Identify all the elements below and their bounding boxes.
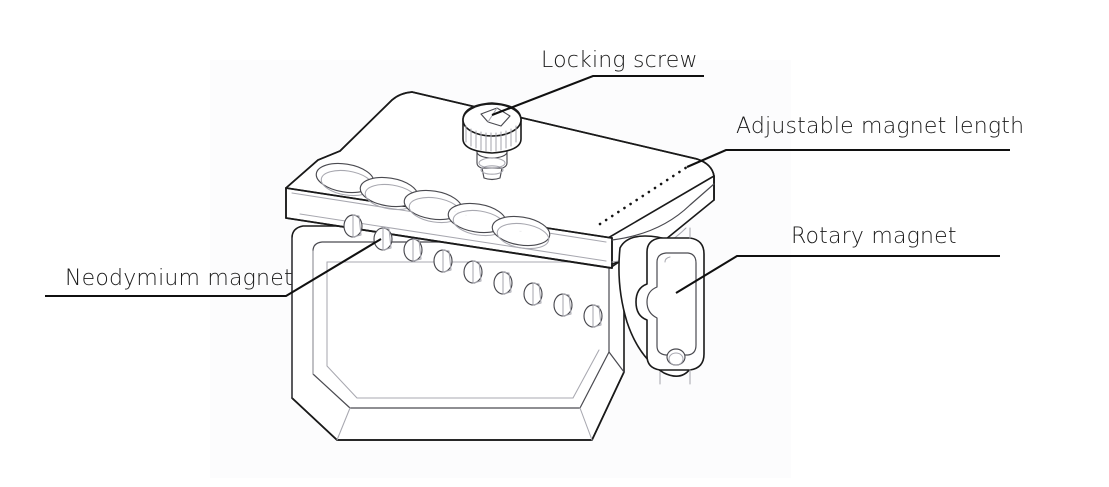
callout-locking-screw: Locking screw xyxy=(491,48,704,116)
label-rotary-magnet: Rotary magnet xyxy=(791,224,957,249)
magnet-stud xyxy=(403,238,423,262)
magnet-stud xyxy=(343,214,363,238)
leader-line-adjustable-magnet-length xyxy=(686,148,1010,168)
magnet-stud xyxy=(553,293,573,317)
magnet-stud xyxy=(493,271,513,295)
label-adjustable-magnet-length: Adjustable magnet length xyxy=(736,114,1024,139)
label-neodymium-magnet: Neodymium magnet xyxy=(65,266,293,291)
label-locking-screw: Locking screw xyxy=(541,48,698,73)
top-face-holes xyxy=(315,162,551,250)
magnet-stud xyxy=(583,304,603,328)
callouts: Locking screw Adjustable magnet length N… xyxy=(45,48,1024,298)
magnet-stud xyxy=(463,260,483,284)
magnet-stud xyxy=(523,282,543,306)
magnet-stud xyxy=(433,249,453,273)
magnet-block-body xyxy=(285,91,715,269)
leader-line-rotary-magnet xyxy=(675,254,1000,294)
leader-line-locking-screw xyxy=(491,74,704,116)
rotary-magnet[interactable] xyxy=(618,227,705,385)
callout-neodymium-magnet: Neodymium magnet xyxy=(45,238,382,298)
neodymium-magnet-studs xyxy=(343,214,603,328)
callout-rotary-magnet: Rotary magnet xyxy=(675,224,1000,294)
locking-screw[interactable] xyxy=(462,102,522,181)
magnet-stud xyxy=(373,227,393,251)
leader-line-neodymium-magnet xyxy=(45,238,382,298)
callout-adjustable-magnet-length: Adjustable magnet length xyxy=(686,114,1024,168)
knurling xyxy=(465,125,517,152)
adjustable-length-dotted-line xyxy=(598,165,689,226)
